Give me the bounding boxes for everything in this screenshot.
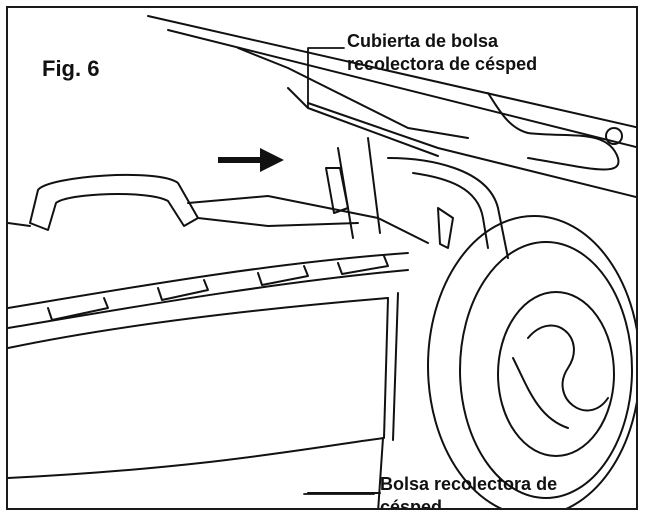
wheel xyxy=(427,215,636,508)
cover-leader-line xyxy=(307,47,345,109)
handle-grip xyxy=(8,173,199,231)
cable xyxy=(487,92,623,171)
mower-illustration xyxy=(8,15,636,508)
callout-grass-bag: Bolsa recolectora de césped xyxy=(380,473,558,510)
mower-body xyxy=(325,137,509,259)
figure-title: Fig. 6 xyxy=(42,56,100,81)
grass-bag xyxy=(8,292,399,508)
callout-line: Cubierta de bolsa xyxy=(347,31,499,51)
rear-deck xyxy=(8,195,429,329)
callout-grass-bag-cover: Cubierta de bolsa recolectora de césped xyxy=(347,30,537,76)
arrow-right-icon xyxy=(218,148,284,172)
callout-line: césped xyxy=(380,497,443,510)
callout-line: recolectora de césped xyxy=(347,54,538,74)
figure-frame: Fig. 6 Cubierta de bolsa recolectora de … xyxy=(6,6,638,510)
callout-line: Bolsa recolectora de xyxy=(380,474,558,494)
